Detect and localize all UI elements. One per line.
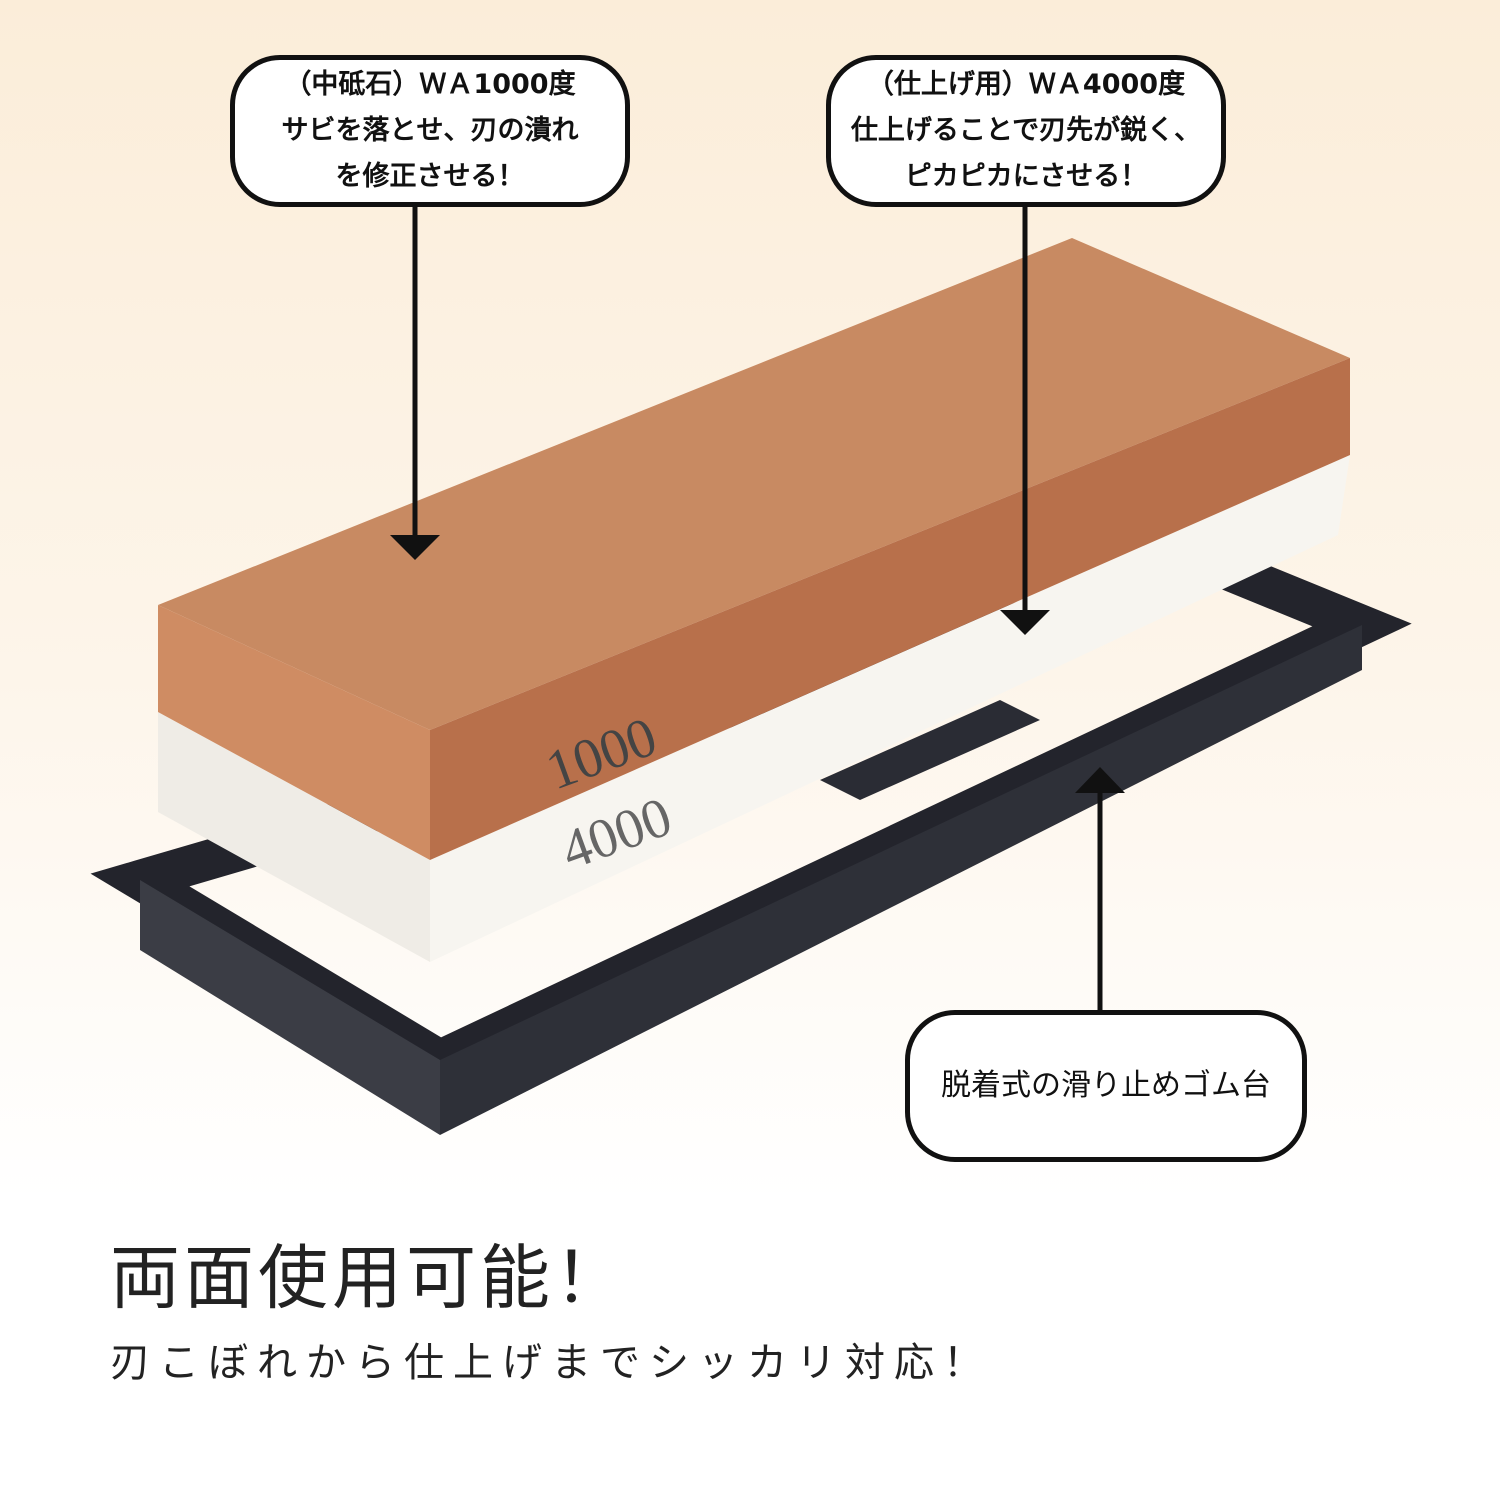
arrow-3 <box>1075 767 1125 1010</box>
whetstone-1000: 1000 <box>158 238 1350 860</box>
callout-1000-grit: （中砥石）ＷＡ1000度 サビを落とせ、刃の潰れ を修正させる！ <box>230 55 630 207</box>
headline: 両面使用可能！ <box>110 1237 628 1319</box>
callout-line: を修正させる！ <box>335 161 525 192</box>
callout-line: サビを落とせ、刃の潰れ <box>281 115 579 146</box>
subheadline: 刃こぼれから仕上げまでシッカリ対応！ <box>110 1340 992 1386</box>
callout-rubber-base: 脱着式の滑り止めゴム台 <box>905 1010 1307 1162</box>
callout-4000-grit: （仕上げ用）ＷＡ4000度 仕上げることで刃先が鋭く、 ピカピカにさせる！ <box>826 55 1226 207</box>
callout-line: （仕上げ用）ＷＡ4000度 <box>866 69 1186 100</box>
callout-line: 脱着式の滑り止めゴム台 <box>941 1068 1271 1103</box>
arrow-2 <box>1000 205 1050 635</box>
callout-line: （中砥石）ＷＡ1000度 <box>284 69 576 100</box>
callout-line: 仕上げることで刃先が鋭く、 <box>850 115 1202 146</box>
callout-line: ピカピカにさせる！ <box>904 161 1148 192</box>
arrow-1 <box>390 205 440 560</box>
